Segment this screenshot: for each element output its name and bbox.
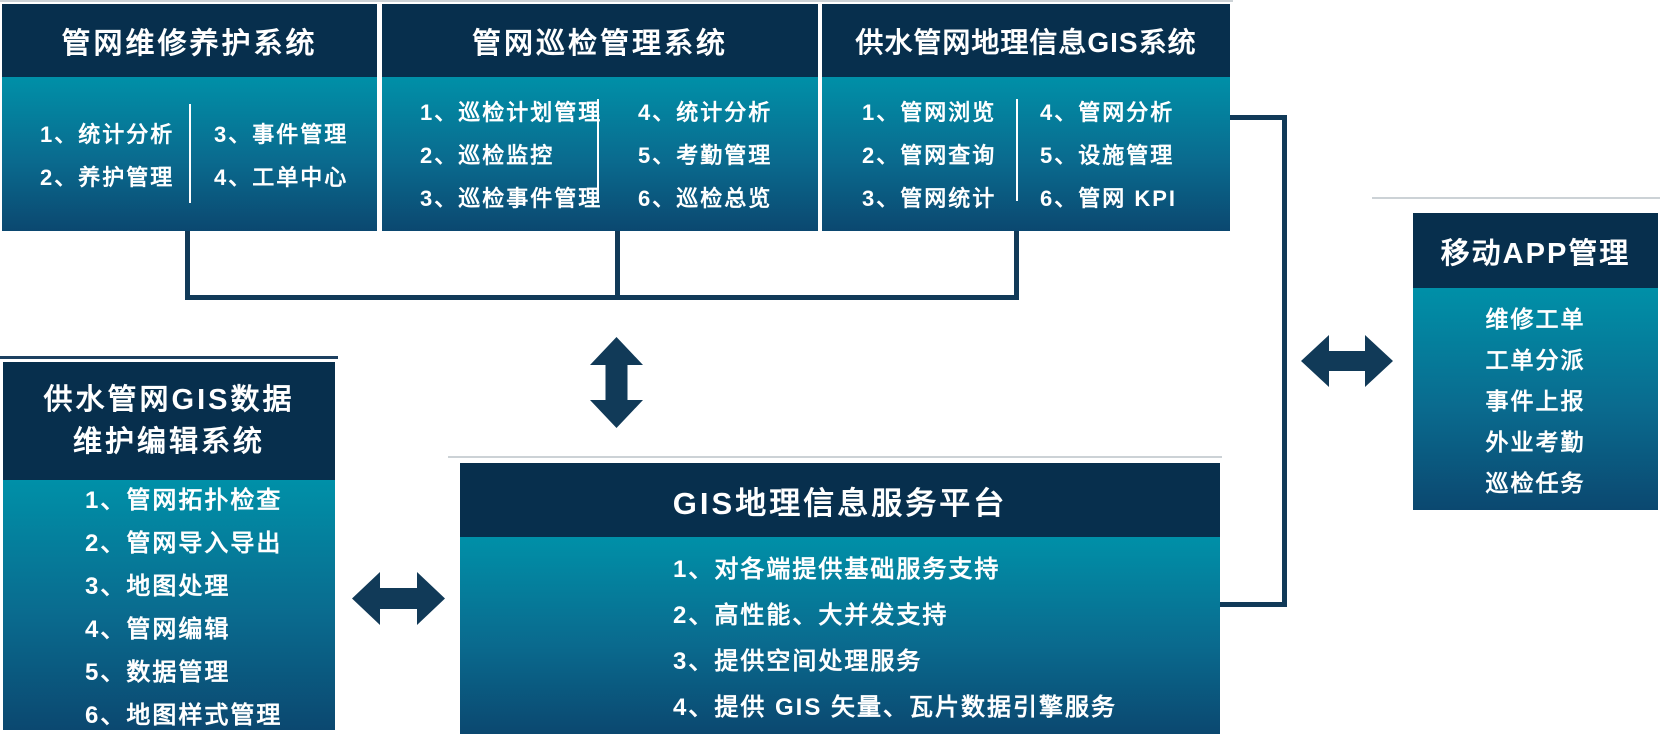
connector-stub-gis: [1014, 231, 1019, 297]
list-item: 外业考勤: [1485, 429, 1586, 455]
connector-right-top: [1230, 115, 1287, 120]
list-item: 2、管网查询: [862, 143, 997, 168]
list-item: 1、对各端提供基础服务支持: [673, 556, 1001, 583]
connector-stub-inspection: [615, 231, 620, 297]
maintenance-system-body: 1、统计分析 2、养护管理 3、事件管理 4、工单中心: [2, 77, 377, 231]
editor-system-title: 供水管网GIS数据 维护编辑系统: [3, 362, 335, 480]
mobile-app-box: 移动APP管理 维修工单 工单分派 事件上报 外业考勤 巡检任务: [1413, 213, 1658, 510]
inspection-system-title: 管网巡检管理系统: [382, 4, 818, 77]
connector-bus-line: [185, 295, 1019, 300]
list-item: 2、巡检监控: [420, 143, 555, 168]
platform-shadow-line: [448, 456, 1222, 458]
list-item: 巡检任务: [1485, 470, 1586, 496]
editor-title-line1: 供水管网GIS数据: [43, 384, 295, 416]
column-divider: [597, 99, 599, 201]
top-shadow-line: [0, 0, 1233, 2]
list-item: 2、管网导入导出: [85, 530, 283, 557]
list-item: 1、巡检计划管理: [420, 100, 603, 125]
editor-system-box: 供水管网GIS数据 维护编辑系统 1、管网拓扑检查 2、管网导入导出 3、地图处…: [3, 362, 335, 730]
right-double-arrow-icon: [1301, 335, 1393, 387]
list-item: 6、地图样式管理: [85, 702, 283, 729]
list-item: 1、管网浏览: [862, 100, 997, 125]
inspection-system-body: 1、巡检计划管理 2、巡检监控 3、巡检事件管理 4、统计分析 5、考勤管理 6…: [382, 77, 818, 231]
list-item: 4、工单中心: [214, 164, 349, 190]
list-item: 3、管网统计: [862, 186, 997, 211]
mobile-app-title: 移动APP管理: [1413, 213, 1658, 288]
list-item: 5、考勤管理: [638, 143, 773, 168]
list-item: 工单分派: [1485, 347, 1586, 373]
mobile-app-body: 维修工单 工单分派 事件上报 外业考勤 巡检任务: [1413, 288, 1658, 510]
inspection-system-box: 管网巡检管理系统 1、巡检计划管理 2、巡检监控 3、巡检事件管理 4、统计分析…: [382, 4, 818, 231]
column-divider: [189, 104, 191, 203]
list-item: 事件上报: [1485, 388, 1586, 414]
column-divider: [1016, 99, 1018, 201]
connector-right-bottom: [1220, 602, 1287, 607]
list-item: 6、管网 KPI: [1040, 186, 1178, 211]
list-item: 3、巡检事件管理: [420, 186, 603, 211]
list-item: 维修工单: [1485, 306, 1586, 332]
list-item: 5、设施管理: [1040, 143, 1175, 168]
list-item: 5、数据管理: [85, 659, 231, 686]
list-item: 1、管网拓扑检查: [85, 487, 283, 514]
list-item: 4、管网编辑: [85, 616, 231, 643]
list-item: 2、高性能、大并发支持: [673, 602, 949, 629]
platform-body: 1、对各端提供基础服务支持 2、高性能、大并发支持 3、提供空间处理服务 4、提…: [460, 537, 1220, 734]
list-item: 3、提供空间处理服务: [673, 648, 923, 675]
gis-system-body: 1、管网浏览 2、管网查询 3、管网统计 4、管网分析 5、设施管理 6、管网 …: [822, 77, 1230, 231]
vertical-double-arrow-icon: [590, 337, 643, 428]
list-item: 4、管网分析: [1040, 100, 1175, 125]
list-item: 1、统计分析: [40, 121, 175, 147]
maintenance-system-title: 管网维修养护系统: [2, 4, 377, 77]
gis-system-box: 供水管网地理信息GIS系统 1、管网浏览 2、管网查询 3、管网统计 4、管网分…: [822, 4, 1230, 231]
platform-box: GIS地理信息服务平台 1、对各端提供基础服务支持 2、高性能、大并发支持 3、…: [460, 463, 1220, 734]
maintenance-system-box: 管网维修养护系统 1、统计分析 2、养护管理 3、事件管理 4、工单中心: [2, 4, 377, 231]
list-item: 6、巡检总览: [638, 186, 773, 211]
list-item: 3、地图处理: [85, 573, 231, 600]
platform-title: GIS地理信息服务平台: [460, 463, 1220, 537]
list-item: 2、养护管理: [40, 164, 175, 190]
left-double-arrow-icon: [352, 572, 445, 625]
editor-accent-line: [0, 356, 338, 359]
editor-title-line2: 维护编辑系统: [72, 426, 265, 458]
editor-system-body: 1、管网拓扑检查 2、管网导入导出 3、地图处理 4、管网编辑 5、数据管理 6…: [3, 480, 335, 730]
list-item: 3、事件管理: [214, 121, 349, 147]
connector-stub-maintenance: [185, 231, 190, 297]
gis-system-title: 供水管网地理信息GIS系统: [822, 4, 1230, 77]
mobile-shadow-line: [1372, 197, 1660, 199]
connector-right-vertical: [1282, 115, 1287, 607]
list-item: 4、统计分析: [638, 100, 773, 125]
list-item: 4、提供 GIS 矢量、瓦片数据引擎服务: [673, 694, 1118, 721]
